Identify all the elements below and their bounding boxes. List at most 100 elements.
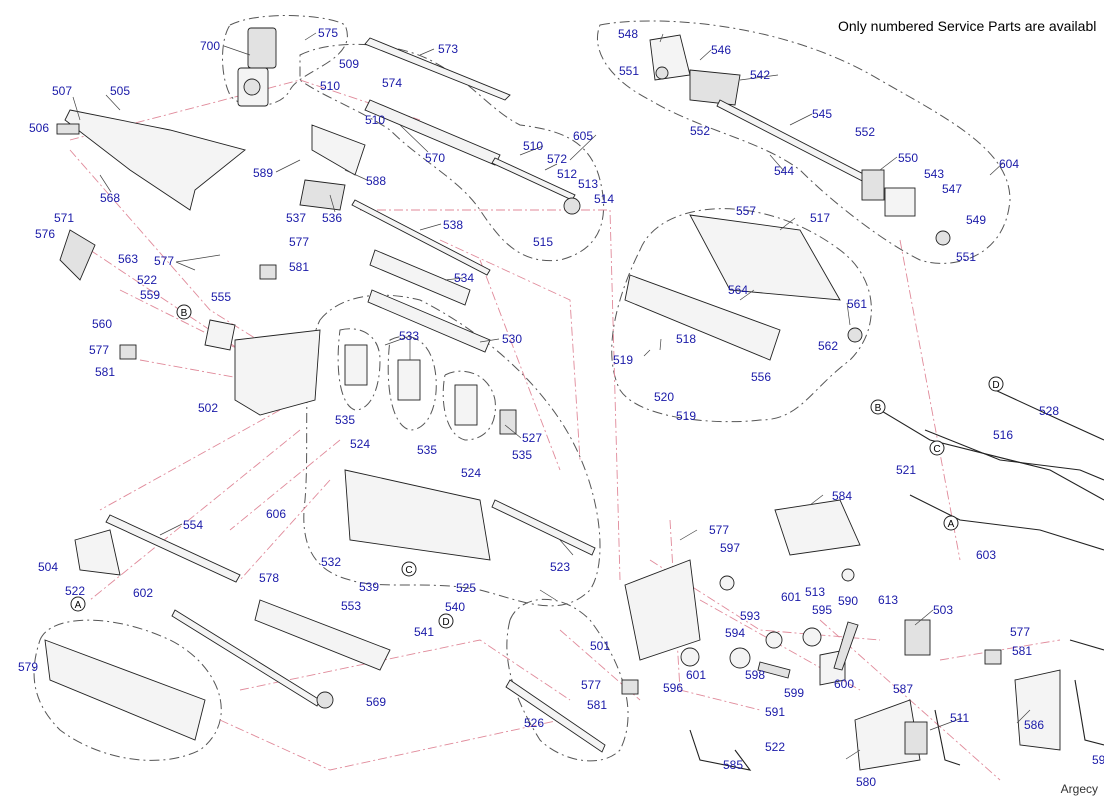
part-label[interactable]: 541 <box>414 625 434 639</box>
part-label[interactable]: 584 <box>832 489 852 503</box>
part-label[interactable]: 551 <box>956 250 976 264</box>
part-label[interactable]: 578 <box>259 571 279 585</box>
part-label[interactable]: 522 <box>137 273 157 287</box>
part-label[interactable]: 542 <box>750 68 770 82</box>
part-label[interactable]: 538 <box>443 218 463 232</box>
part-label[interactable]: 550 <box>898 151 918 165</box>
part-label[interactable]: 577 <box>89 343 109 357</box>
part-label[interactable]: 523 <box>550 560 570 574</box>
part-label[interactable]: 577 <box>581 678 601 692</box>
part-label[interactable]: 532 <box>321 555 341 569</box>
part-label[interactable]: 586 <box>1024 718 1044 732</box>
part-label[interactable]: 600 <box>834 677 854 691</box>
part-label[interactable]: 590 <box>838 594 858 608</box>
part-label[interactable]: 535 <box>417 443 437 457</box>
part-label[interactable]: 588 <box>366 174 386 188</box>
part-label[interactable]: 569 <box>366 695 386 709</box>
part-label[interactable]: 547 <box>942 182 962 196</box>
part-label[interactable]: 594 <box>725 626 745 640</box>
part-label[interactable]: 506 <box>29 121 49 135</box>
part-label[interactable]: 580 <box>856 775 876 789</box>
part-label[interactable]: 512 <box>557 167 577 181</box>
part-label[interactable]: 515 <box>533 235 553 249</box>
part-label[interactable]: 521 <box>896 463 916 477</box>
part-label[interactable]: 510 <box>523 139 543 153</box>
part-label[interactable]: 504 <box>38 560 58 574</box>
part-label[interactable]: 601 <box>686 668 706 682</box>
part-label[interactable]: 513 <box>578 177 598 191</box>
part-label[interactable]: 525 <box>456 581 476 595</box>
part-label[interactable]: 593 <box>740 609 760 623</box>
part-label[interactable]: 576 <box>35 227 55 241</box>
part-label[interactable]: 522 <box>765 740 785 754</box>
part-label[interactable]: 568 <box>100 191 120 205</box>
part-label[interactable]: 552 <box>855 125 875 139</box>
part-label[interactable]: 577 <box>1010 625 1030 639</box>
part-label[interactable]: 552 <box>690 124 710 138</box>
part-label[interactable]: 561 <box>847 297 867 311</box>
part-label[interactable]: 527 <box>522 431 542 445</box>
part-label[interactable]: 602 <box>133 586 153 600</box>
part-label[interactable]: 603 <box>976 548 996 562</box>
part-label[interactable]: 579 <box>18 660 38 674</box>
part-label[interactable]: 613 <box>878 593 898 607</box>
part-label[interactable]: 559 <box>140 288 160 302</box>
part-label[interactable]: 537 <box>286 211 306 225</box>
part-label[interactable]: 581 <box>1012 644 1032 658</box>
part-label[interactable]: 509 <box>339 57 359 71</box>
part-label[interactable]: 526 <box>524 716 544 730</box>
part-label[interactable]: 518 <box>676 332 696 346</box>
part-label[interactable]: 535 <box>512 448 532 462</box>
part-label[interactable]: 589 <box>253 166 273 180</box>
part-label[interactable]: 544 <box>774 164 794 178</box>
part-label[interactable]: 597 <box>720 541 740 555</box>
part-label[interactable]: 522 <box>65 584 85 598</box>
part-label[interactable]: 524 <box>461 466 481 480</box>
part-label[interactable]: 604 <box>999 157 1019 171</box>
part-label[interactable]: 572 <box>547 152 567 166</box>
part-label[interactable]: 516 <box>993 428 1013 442</box>
part-label[interactable]: 573 <box>438 42 458 56</box>
part-label[interactable]: 528 <box>1039 404 1059 418</box>
part-label[interactable]: 596 <box>663 681 683 695</box>
part-label[interactable]: 507 <box>52 84 72 98</box>
part-label[interactable]: 595 <box>812 603 832 617</box>
part-label[interactable]: 577 <box>709 523 729 537</box>
part-label[interactable]: 539 <box>359 580 379 594</box>
part-label[interactable]: 605 <box>573 129 593 143</box>
part-label[interactable]: 59 <box>1092 753 1104 767</box>
part-label[interactable]: 511 <box>950 711 969 725</box>
part-label[interactable]: 599 <box>784 686 804 700</box>
part-label[interactable]: 577 <box>154 254 174 268</box>
part-label[interactable]: 560 <box>92 317 112 331</box>
part-label[interactable]: 535 <box>335 413 355 427</box>
part-label[interactable]: 574 <box>382 76 402 90</box>
part-label[interactable]: 554 <box>183 518 203 532</box>
part-label[interactable]: 555 <box>211 290 231 304</box>
part-label[interactable]: 503 <box>933 603 953 617</box>
part-label[interactable]: 548 <box>618 27 638 41</box>
part-label[interactable]: 543 <box>924 167 944 181</box>
part-label[interactable]: 520 <box>654 390 674 404</box>
part-label[interactable]: 514 <box>594 192 614 206</box>
part-label[interactable]: 575 <box>318 26 338 40</box>
part-label[interactable]: 581 <box>289 260 309 274</box>
part-label[interactable]: 564 <box>728 283 748 297</box>
part-label[interactable]: 587 <box>893 682 913 696</box>
part-label[interactable]: 519 <box>613 353 633 367</box>
part-label[interactable]: 546 <box>711 43 731 57</box>
part-label[interactable]: 557 <box>736 204 756 218</box>
part-label[interactable]: 513 <box>805 585 825 599</box>
part-label[interactable]: 606 <box>266 507 286 521</box>
part-label[interactable]: 519 <box>676 409 696 423</box>
part-label[interactable]: 553 <box>341 599 361 613</box>
part-label[interactable]: 524 <box>350 437 370 451</box>
part-label[interactable]: 533 <box>399 329 419 343</box>
part-label[interactable]: 556 <box>751 370 771 384</box>
part-label[interactable]: 501 <box>590 639 610 653</box>
part-label[interactable]: 517 <box>810 211 830 225</box>
part-label[interactable]: 581 <box>95 365 115 379</box>
part-label[interactable]: 601 <box>781 590 801 604</box>
part-label[interactable]: 581 <box>587 698 607 712</box>
part-label[interactable]: 585 <box>723 758 743 772</box>
